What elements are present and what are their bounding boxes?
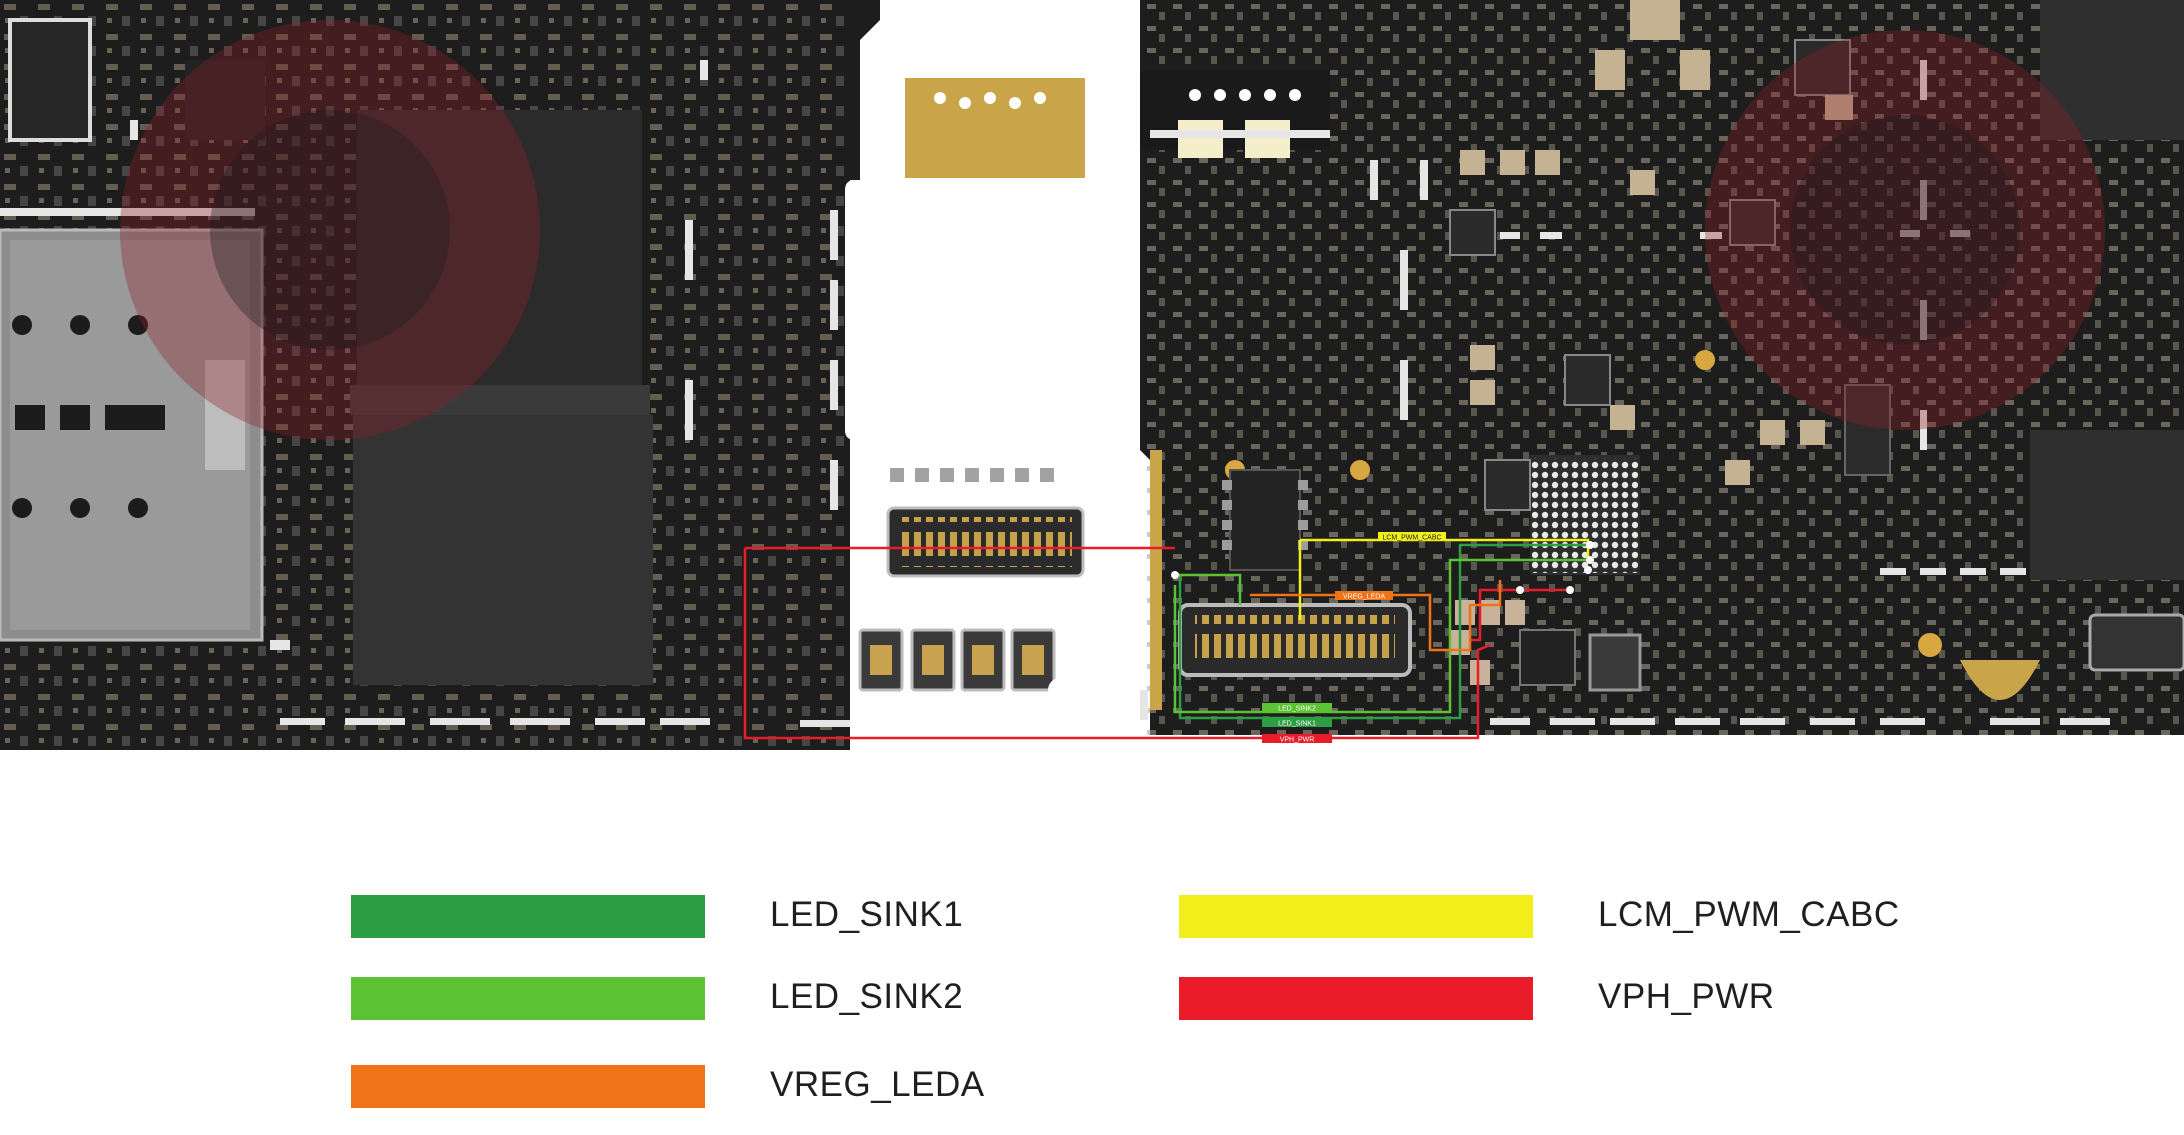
pcb-board-photo: LCM_PWM_CABC VREG_LEDA LED_SINK2 LED_SIN… [0, 0, 2184, 750]
tag-vph-pwr-text: VPH_PWR [1280, 737, 1315, 744]
watermark-logo-right [1705, 30, 2105, 430]
legend-swatch-led-sink1 [351, 895, 705, 938]
legend-label-vreg-leda: VREG_LEDA [770, 1065, 985, 1104]
tag-lcm-pwm-cabc [1378, 532, 1446, 541]
legend-swatch-lcm-pwm-cabc [1179, 895, 1533, 938]
trace-vreg-leda [1250, 580, 1502, 652]
tag-led-sink2-text: LED_SINK2 [1278, 706, 1316, 713]
tag-vph-pwr [1262, 734, 1332, 743]
trace-led-sink2b [1175, 573, 1242, 605]
gold-pad-left [905, 78, 1085, 178]
legend-label-vph-pwr: VPH_PWR [1598, 977, 1775, 1016]
tag-led-sink2 [1262, 703, 1332, 712]
tag-vreg-leda-text: VREG_LEDA [1343, 594, 1385, 601]
tag-lcm-pwm-cabc-text: LCM_PWM_CABC [1382, 535, 1441, 542]
trace-vph-pwr [743, 546, 1570, 740]
memory-chip [357, 110, 642, 385]
tag-led-sink1-text: LED_SINK1 [1278, 721, 1316, 728]
trace-led-sink2 [1173, 558, 1590, 714]
legend-label-led-sink1: LED_SINK1 [770, 895, 964, 934]
processor-chip [353, 415, 653, 685]
legend-label-lcm-pwm-cabc: LCM_PWM_CABC [1598, 895, 1900, 934]
trace-led-sink1 [1178, 543, 1590, 720]
legend-swatch-led-sink2 [351, 977, 705, 1020]
tag-led-sink1 [1262, 718, 1332, 727]
tag-vreg-leda [1335, 591, 1393, 600]
watermark-logo-left [120, 20, 540, 440]
legend-label-led-sink2: LED_SINK2 [770, 977, 964, 1016]
right-flex-connector [2088, 613, 2184, 672]
legend-swatch-vph-pwr [1179, 977, 1533, 1020]
legend-swatch-vreg-leda [351, 1065, 705, 1108]
